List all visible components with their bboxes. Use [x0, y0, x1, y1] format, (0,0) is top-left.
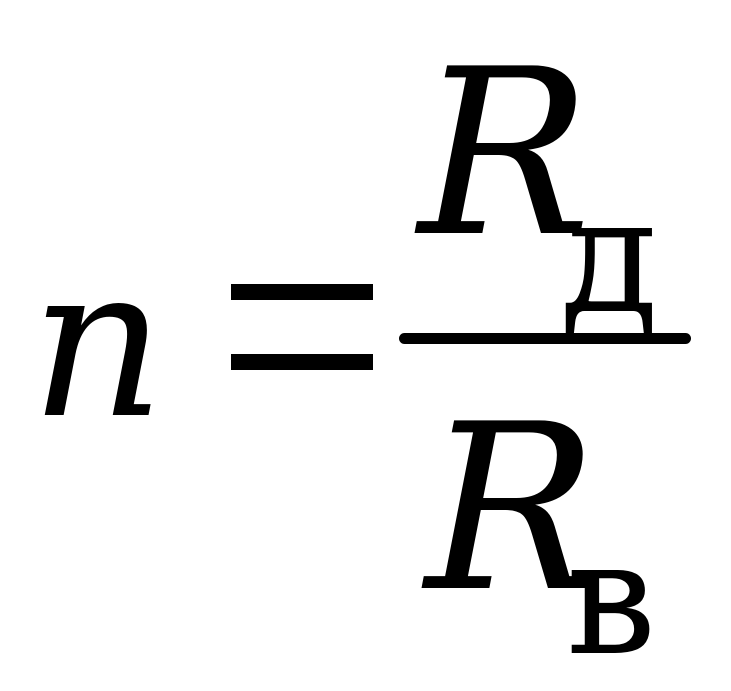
equals-sign-bottom-bar — [231, 354, 373, 370]
lhs-variable: n — [30, 220, 166, 465]
numerator-variable: R — [418, 21, 592, 288]
fraction-bar — [399, 333, 691, 344]
denominator-variable: R — [425, 376, 599, 643]
numerator-subscript: д — [560, 162, 659, 349]
denominator-subscript: в — [566, 504, 657, 691]
equals-sign-top-bar — [231, 284, 373, 300]
